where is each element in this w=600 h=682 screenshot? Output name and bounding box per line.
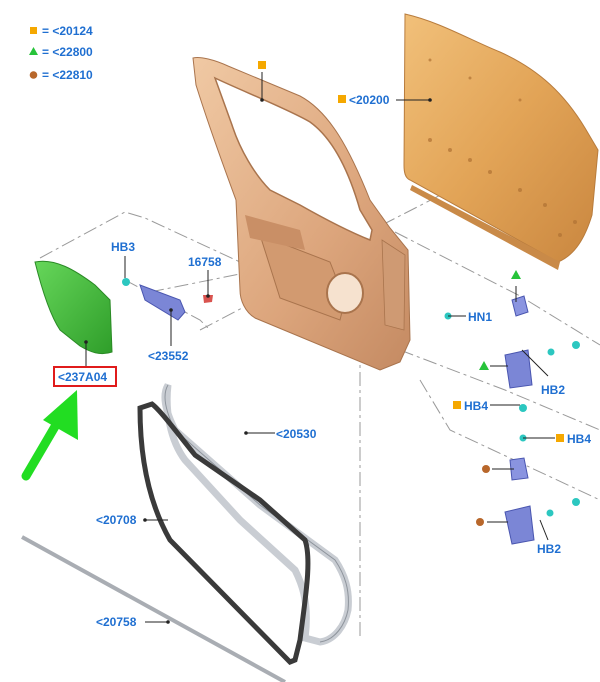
legend-circle-icon (29, 71, 38, 79)
highlight-box (53, 366, 117, 387)
green-arrow-icon (21, 390, 78, 481)
square-marker-icon (453, 401, 461, 409)
weatherstrip-20758 (21, 535, 286, 682)
circle-marker-icon (476, 518, 484, 526)
seal-20530 (161, 383, 352, 646)
legend-label-22810: = <22810 (42, 68, 93, 82)
square-marker-icon (258, 61, 266, 69)
square-marker-icon (338, 95, 346, 103)
legend-label-20124: = <20124 (42, 24, 93, 38)
label-20758: <20758 (96, 615, 137, 629)
label-hb2-upper: HB2 (541, 383, 565, 397)
assembly-lines (39, 179, 600, 640)
triangle-marker-icon (479, 361, 489, 370)
seal-20708 (137, 401, 311, 665)
label-20200: <20200 (349, 93, 390, 107)
green-trim-panel (34, 260, 113, 355)
legend: = <20124 = <22800 = <22810 (29, 24, 93, 82)
label-hb4-left: HB4 (464, 399, 488, 413)
label-20708: <20708 (96, 513, 137, 527)
label-237a04: <237A04 (58, 370, 107, 384)
circle-marker-icon (482, 465, 490, 473)
label-hb2-lower: HB2 (537, 542, 561, 556)
inner-door-frame (192, 57, 411, 371)
seal-20530-edge (164, 384, 349, 643)
label-20530: <20530 (276, 427, 317, 441)
legend-triangle-icon (29, 47, 38, 55)
triangle-marker-icon (511, 270, 521, 279)
leader-lines (84, 72, 555, 624)
outer-door-panel (403, 13, 599, 270)
label-hb4-right: HB4 (567, 432, 591, 446)
legend-square-icon (30, 27, 37, 34)
label-23552: <23552 (148, 349, 189, 363)
label-hb3: HB3 (111, 240, 135, 254)
label-hn1: HN1 (468, 310, 492, 324)
label-16758: 16758 (188, 255, 222, 269)
hardware (122, 278, 580, 545)
square-marker-icon (556, 434, 564, 442)
legend-label-22800: = <22800 (42, 45, 93, 59)
